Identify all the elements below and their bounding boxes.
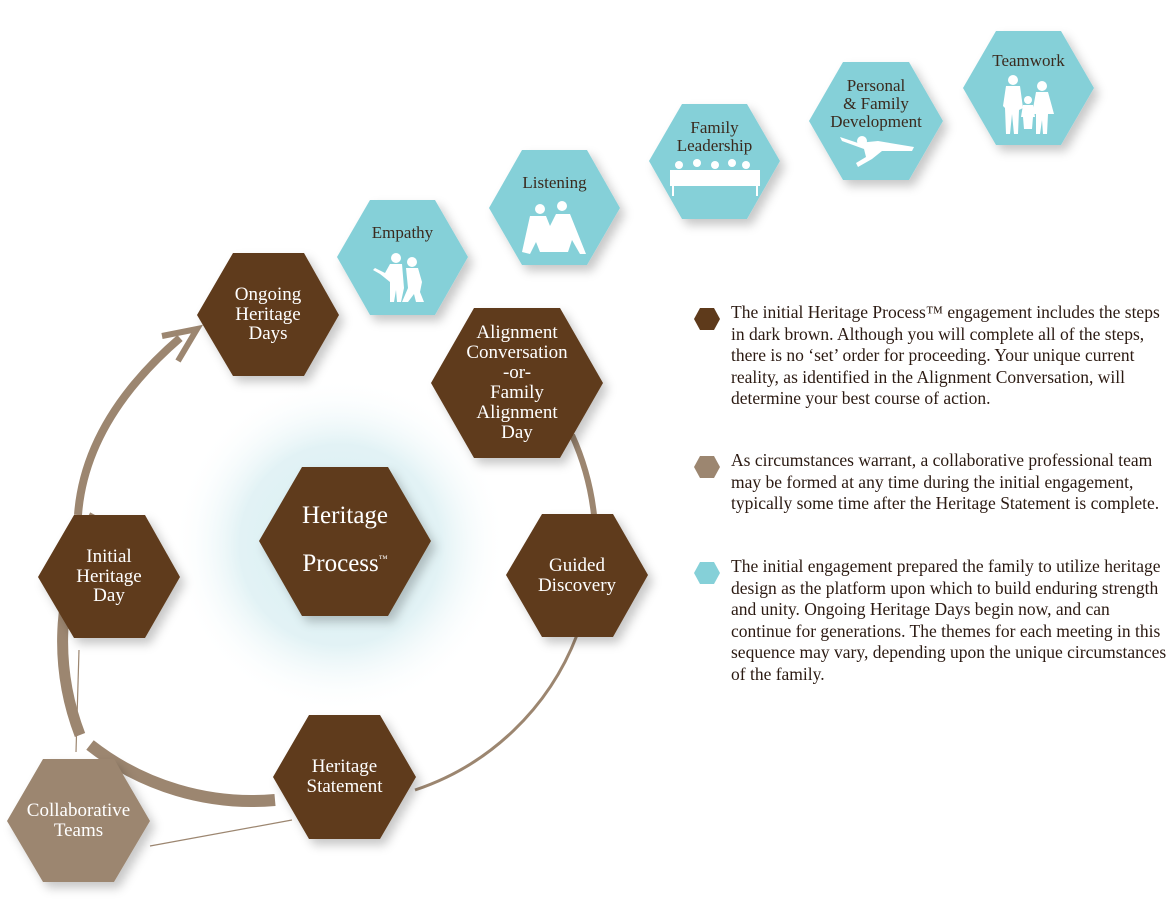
cycle-arc-bottom	[86, 740, 276, 807]
legend-text-collaborative: As circumstances warrant, a collaborativ…	[731, 450, 1160, 513]
adult-child-pointing-silhouette-icon	[373, 253, 424, 302]
cycle-arrow-shaft	[74, 334, 183, 516]
hex-heritage-process	[259, 467, 431, 616]
leaping-man-silhouette-icon	[840, 136, 914, 167]
cycle-arc-right-upper	[569, 433, 597, 516]
hex-guided-discovery	[506, 514, 648, 637]
family-walking-silhouette-icon	[1003, 75, 1054, 134]
cycle-arc-right-lower	[414, 634, 579, 792]
hex-ongoing-heritage-days	[197, 253, 339, 376]
cycle-arrow-head-icon	[161, 324, 204, 363]
hex-alignment-conversation	[431, 308, 603, 458]
hex-collaborative-teams	[7, 759, 150, 882]
hex-theme-empathy	[337, 200, 468, 315]
connector-statement-to-collaborative	[149, 819, 293, 847]
dark-brown-hexagon-icon	[694, 308, 720, 330]
connector-initial-to-collaborative	[75, 649, 80, 753]
hex-heritage-statement	[273, 715, 416, 839]
hex-theme-personal-family-development	[809, 62, 943, 180]
taupe-hexagon-icon	[694, 456, 720, 478]
hex-theme-listening	[489, 150, 620, 265]
hex-theme-teamwork	[963, 31, 1094, 145]
couple-talking-silhouette-icon	[522, 201, 586, 254]
family-meeting-table-silhouette-icon	[670, 159, 760, 196]
legend-text-ongoing-themes: The initial engagement prepared the fami…	[731, 556, 1167, 684]
light-blue-hexagon-icon	[694, 562, 720, 584]
legend-text-core-steps: The initial Heritage Process™ engagement…	[731, 302, 1160, 408]
hex-initial-heritage-day	[38, 515, 180, 638]
